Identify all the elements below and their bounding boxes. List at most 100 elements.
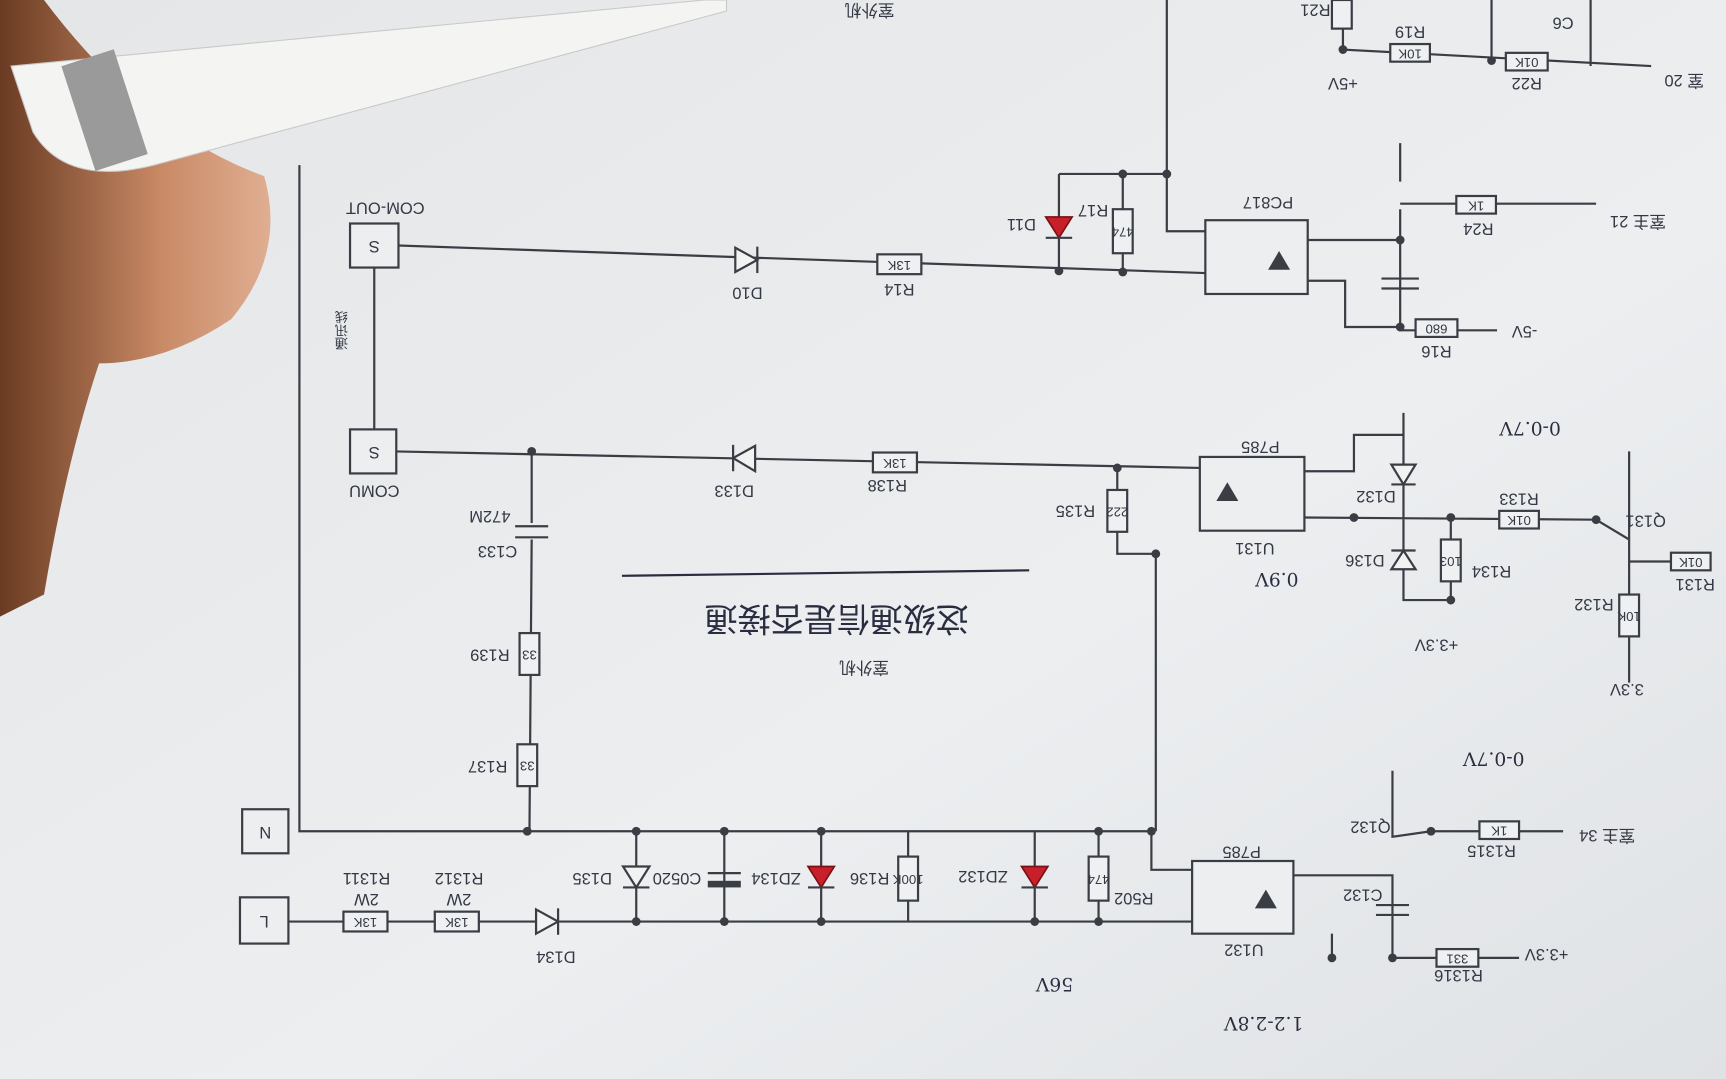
power-r1312: 2W xyxy=(446,890,471,908)
value-r14: 13K xyxy=(887,258,911,273)
optocoupler-u132 xyxy=(1191,859,1295,935)
label-com-out: COM-OUT xyxy=(346,199,425,217)
label-r132: R132 xyxy=(1574,595,1613,613)
title-center: 室外机 xyxy=(839,658,889,677)
label-r138: R138 xyxy=(867,476,906,494)
label-r1311: R1311 xyxy=(343,869,390,887)
title-top: 室外机 xyxy=(844,0,894,19)
label-io34: 室主 34 xyxy=(1579,826,1635,845)
annotation-56v: 56V xyxy=(1035,973,1073,994)
value-r1315: 1K xyxy=(1491,824,1507,839)
label-n: N xyxy=(259,823,271,841)
optocoupler-pc817 xyxy=(1204,219,1309,296)
value-r132: 10K xyxy=(1617,609,1641,624)
label-d132: D132 xyxy=(1356,487,1395,505)
label-pc817: PC817 xyxy=(1243,193,1293,211)
value-r24: 1K xyxy=(1468,198,1484,213)
value-r136: 100K xyxy=(893,872,924,887)
label-comu: COMU xyxy=(349,482,399,500)
value-r19: 10K xyxy=(1398,46,1422,61)
label-r502: R502 xyxy=(1114,889,1153,907)
value-r1311: 13K xyxy=(354,915,378,930)
label-zd132: ZD132 xyxy=(958,867,1008,885)
label-r21: R21 xyxy=(1300,0,1330,18)
label-pos3v3-b: +3.3V xyxy=(1525,945,1569,963)
connector-n xyxy=(241,808,290,855)
value-r1316: 331 xyxy=(1446,951,1468,966)
annotation-1-2-2-8v: 1.2-2.8V xyxy=(1224,1012,1304,1033)
label-3v3: 3.3V xyxy=(1610,680,1644,698)
label-u131: U131 xyxy=(1235,539,1274,557)
value-r134: 103 xyxy=(1440,554,1462,569)
label-l: L xyxy=(260,912,269,930)
label-r17: R17 xyxy=(1078,201,1108,219)
label-zd134: ZD134 xyxy=(751,869,801,887)
label-c0520: C0520 xyxy=(653,869,702,887)
value-r502: 474 xyxy=(1088,872,1110,887)
led-icon xyxy=(1216,482,1239,501)
label-d135: D135 xyxy=(572,869,611,887)
value-r17: 474 xyxy=(1112,225,1134,240)
led-icon xyxy=(1254,889,1277,909)
annotation-0-0-7v-a: 0-0.7V xyxy=(1499,417,1561,438)
label-q131: Q131 xyxy=(1625,511,1665,529)
label-r14: R14 xyxy=(884,280,914,298)
power-r1311: 2W xyxy=(354,890,379,908)
label-r139: R139 xyxy=(470,646,509,664)
label-r22: R22 xyxy=(1512,74,1542,92)
value-r16: 680 xyxy=(1425,322,1447,337)
label-r24: R24 xyxy=(1463,220,1493,238)
pen-ring xyxy=(61,49,148,171)
pen xyxy=(10,0,728,172)
value-r137: 33 xyxy=(520,759,535,774)
label-r137: R137 xyxy=(468,757,507,775)
label-pos3v3-a: +3.3V xyxy=(1415,636,1459,654)
label-u132: U132 xyxy=(1224,941,1263,959)
label-r131: R131 xyxy=(1675,575,1714,593)
handwritten-note: 这级通信是否接通 xyxy=(705,600,969,639)
label-r19: R19 xyxy=(1395,22,1425,40)
label-io21: 室主 21 xyxy=(1610,212,1666,231)
label-r1316: R1316 xyxy=(1434,966,1483,984)
label-r133: R133 xyxy=(1499,489,1538,507)
value-r135: 222 xyxy=(1106,504,1128,519)
value-r131: 01K xyxy=(1679,555,1703,570)
led-icon xyxy=(1268,251,1291,270)
label-r1315: R1315 xyxy=(1467,842,1516,860)
label-d10: D10 xyxy=(732,283,762,301)
diodes xyxy=(515,216,1419,936)
label-r136: R136 xyxy=(850,869,889,887)
label-c132: C132 xyxy=(1343,886,1382,904)
label-r16: R16 xyxy=(1421,342,1451,360)
resistors xyxy=(342,0,1712,968)
value-r139: 33 xyxy=(522,648,537,663)
optocoupler-u131 xyxy=(1198,455,1306,532)
label-d136: D136 xyxy=(1345,551,1384,569)
label-neg5v: -5V xyxy=(1512,322,1538,340)
label-p785-top: P785 xyxy=(1241,438,1280,456)
label-d11: D11 xyxy=(1007,215,1036,233)
annotation-0-0-7v-b: 0-0.7V xyxy=(1463,748,1525,769)
value-r22: 01K xyxy=(1515,55,1539,70)
label-s1: S xyxy=(369,237,380,255)
label-c6: C6 xyxy=(1553,14,1574,32)
label-r1312: R1312 xyxy=(435,869,484,887)
label-comm-line: 通讯线 xyxy=(335,310,350,350)
label-p785-bottom: P785 xyxy=(1222,843,1261,861)
label-r135: R135 xyxy=(1056,501,1095,519)
value-r138: 13K xyxy=(883,456,907,471)
value-r133: 01K xyxy=(1507,513,1531,528)
label-io20: 室 20 xyxy=(1664,71,1703,90)
connector-comu xyxy=(348,428,398,475)
junctions xyxy=(522,45,1601,963)
connector-com-out xyxy=(348,222,400,269)
label-pos5v: +5V xyxy=(1328,74,1358,92)
connector-l xyxy=(238,896,290,945)
value-c133: 472M xyxy=(469,507,510,525)
value-r1312: 13K xyxy=(445,915,469,930)
label-c133: C133 xyxy=(478,542,517,560)
label-d134: D134 xyxy=(536,947,575,965)
label-d133: D133 xyxy=(714,482,753,500)
label-r134: R134 xyxy=(1472,562,1511,580)
